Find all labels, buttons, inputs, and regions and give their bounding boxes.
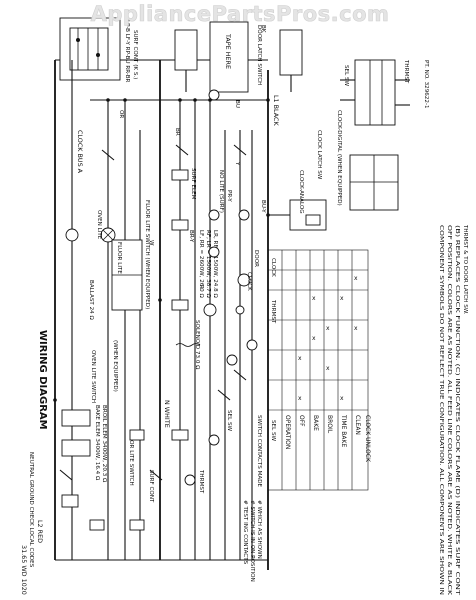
svg-text:x: x xyxy=(354,325,358,332)
wire-label: PR-Y xyxy=(226,190,232,202)
legend-row: OPERATION xyxy=(284,415,291,449)
tape-here-label: TAPE HERE xyxy=(224,33,232,69)
wire-label: Y xyxy=(234,161,240,166)
watermark: AppliancePartsPros.com xyxy=(90,2,390,27)
legend-switch-heading: SWITCH CONTACTS MADE xyxy=(256,415,262,488)
legend-row: BAKE xyxy=(312,415,319,431)
switch-contacts xyxy=(59,144,247,481)
legend-clock-heading: CLOCK xyxy=(270,258,276,277)
legend-row: OFF xyxy=(298,415,305,427)
svg-text:x: x xyxy=(340,395,344,402)
svg-text:x: x xyxy=(326,365,330,372)
ballast-label: BALLAST 24 Ω xyxy=(88,280,94,320)
junction-dots xyxy=(53,98,270,402)
wire-color-labels: BR BU Y W R BK PR-Y BR-Y BU-Y OR xyxy=(118,25,266,289)
legend-note: # WHICH AS SHOWN xyxy=(256,500,262,559)
elem-rating-1: LF, RR = 2600W, 26.0 Ω xyxy=(198,230,204,298)
legend-row: CLOCK UNLOCK xyxy=(364,415,371,463)
fluor-lite-switch-we-label: FLUOR LITE SWITCH (WHEN EQUIPPED) xyxy=(144,200,150,309)
legend-row: TIME BAKE xyxy=(340,414,347,447)
svg-text:x: x xyxy=(298,395,302,402)
svg-text:x: x xyxy=(354,275,358,282)
wire-label: R xyxy=(198,285,204,289)
selector-switch: SEL SW THRMST xyxy=(184,410,232,494)
solenoid-label: SOLENOID 73.0 Ω xyxy=(194,320,200,370)
sel-sw-right-label: SEL SW xyxy=(343,65,349,87)
clock-bus-row: CLOCK BUS A xyxy=(65,60,84,560)
footnote-4: THRMST & TO DOOR LATCH SW. xyxy=(462,224,468,315)
surf-cont-label: SURF CONT xyxy=(148,470,154,503)
fluor-lite: FLUOR LITE FLUOR LITE SWITCH FLUOR LITE … xyxy=(88,200,150,486)
bake-broil: BAKE ELEM 3400W, 16.4 Ω BROIL ELEM 3400W… xyxy=(28,405,145,568)
wire-label: W xyxy=(148,240,154,246)
footnotes: COMPONENT SYMBOLS DO NOT REFLECT TRUE CO… xyxy=(423,60,468,596)
wire-label: BK xyxy=(260,25,266,33)
wire-label: OR xyxy=(118,110,124,118)
l2-label: L2 RED xyxy=(36,520,44,543)
legend-door-heading: DOOR xyxy=(253,250,259,267)
part-number: PT. NO. 329622-1 xyxy=(423,60,429,109)
legend-sel-heading: SEL SW xyxy=(270,420,276,442)
indicators: CLOCK xyxy=(203,89,258,366)
bake-elem-label: BAKE ELEM 3400W, 16.4 Ω xyxy=(94,405,100,481)
svg-text:x: x xyxy=(298,355,302,362)
wire-label: BR-Y xyxy=(188,230,194,243)
surf-elem-label: SURF ELEM xyxy=(190,168,196,200)
oven-lite-switch-label: OVEN LITE SWITCH xyxy=(90,350,96,403)
broil-elem-label: BROIL ELEM 3400W, 20.3 Ω xyxy=(101,405,107,483)
page-ref: 31.65 WD 1020 xyxy=(20,545,28,595)
diagram-title: WIRING DIAGRAM xyxy=(37,330,48,430)
neutral-ground-label: NEUTRAL GROUND CHECK LOCAL CODES xyxy=(28,452,34,568)
elem-rating-3: LR, RF = 1500W, 24.8 Ω xyxy=(212,230,218,298)
clock-label: CLOCK xyxy=(246,272,252,291)
surface-elements: SURF ELEM SURF CONT LF, RR = 2600W, 26.0… xyxy=(148,168,224,503)
thrmst-label: THRMST xyxy=(198,469,204,494)
clock-analog-label: CLOCK-ANALOG xyxy=(298,170,304,214)
l1-label: L1 BLACK xyxy=(272,95,280,126)
solenoid: SOLENOID 73.0 Ω xyxy=(175,320,201,370)
clock-latch-sw-label: CLOCK LATCH SW xyxy=(316,130,322,180)
fluor-lite-label: FLUOR LITE xyxy=(116,242,122,274)
wire-label: BU-Y xyxy=(260,200,266,213)
branch-rungs xyxy=(90,99,268,560)
svg-text:x: x xyxy=(312,295,316,302)
legend-note: # TEST ING CONTACTS xyxy=(242,500,248,565)
clock-digital-label: CLOCK-DIGITAL (WHEN EQUIPPED) xyxy=(336,110,342,206)
oven-lite-label: OVEN LITE xyxy=(96,210,102,240)
fluor-lite-switch-label: FLUOR LITE SWITCH xyxy=(128,430,134,486)
svg-text:x: x xyxy=(326,325,330,332)
sel-sw-label: SEL SW xyxy=(226,410,232,432)
wire-label: BU xyxy=(234,100,240,108)
legend-marks: x x x x x x x x x x xyxy=(298,275,358,402)
svg-text:x: x xyxy=(340,295,344,302)
legend-row: CLEAN xyxy=(354,415,361,435)
door-latch-block: TAPE HERE DOOR LATCH SWITCH xyxy=(174,21,303,93)
n-label: N WHITE xyxy=(163,400,171,428)
footnote-2: OFF POSITION. COLORS ARE AS NOTED. ALL F… xyxy=(446,225,452,595)
elem-rating-2: RF, LR = 1500W, 38.7 Ω xyxy=(205,230,211,298)
lp-rf-label: LP-B LF-Y RP-BU RR-BR xyxy=(124,20,130,83)
clock-modules: CLOCK-ANALOG CLOCK LATCH SW CLOCK-DIGITA… xyxy=(268,59,410,231)
switch-contact-table: SEL SW THRMST CLOCK DOOR SWITCH CONTACTS… xyxy=(253,249,371,491)
clock-bus-label: CLOCK BUS A xyxy=(76,130,84,174)
no-lite-label: NO LITE (SURF) xyxy=(218,170,224,213)
surf-switch-block: LP-B LF-Y RP-BU RR-BR SURF CONT (K S.) xyxy=(59,17,138,83)
footnote-3: (B) REPLACES CLOCK FUNCTION. (C) INDICAT… xyxy=(454,225,460,596)
footnote-1: COMPONENT SYMBOLS DO NOT REFLECT TRUE CO… xyxy=(438,225,444,595)
when-equipped-label: (WHEN EQUIPPED) xyxy=(112,340,118,392)
surf-cont-ks-label: SURF CONT (K S.) xyxy=(132,30,138,79)
door-latch-switch-label: DOOR LATCH SWITCH xyxy=(256,25,262,85)
legend-thrmst-heading: THRMST xyxy=(270,299,276,324)
wire-label: BR xyxy=(174,128,180,136)
legend-note: # SWITCH IS IN ON POSITION xyxy=(249,500,255,582)
svg-text:x: x xyxy=(312,335,316,342)
legend-notes: # TEST ING CONTACTS # SWITCH IS IN ON PO… xyxy=(242,500,262,582)
legend-row: BROIL xyxy=(326,415,333,434)
thrmst-right-label: THRMST xyxy=(403,59,409,84)
power-rails xyxy=(54,59,269,570)
oven-lite: OVEN LITE OVEN LITE SWITCH (WHEN EQUIPPE… xyxy=(90,210,118,403)
